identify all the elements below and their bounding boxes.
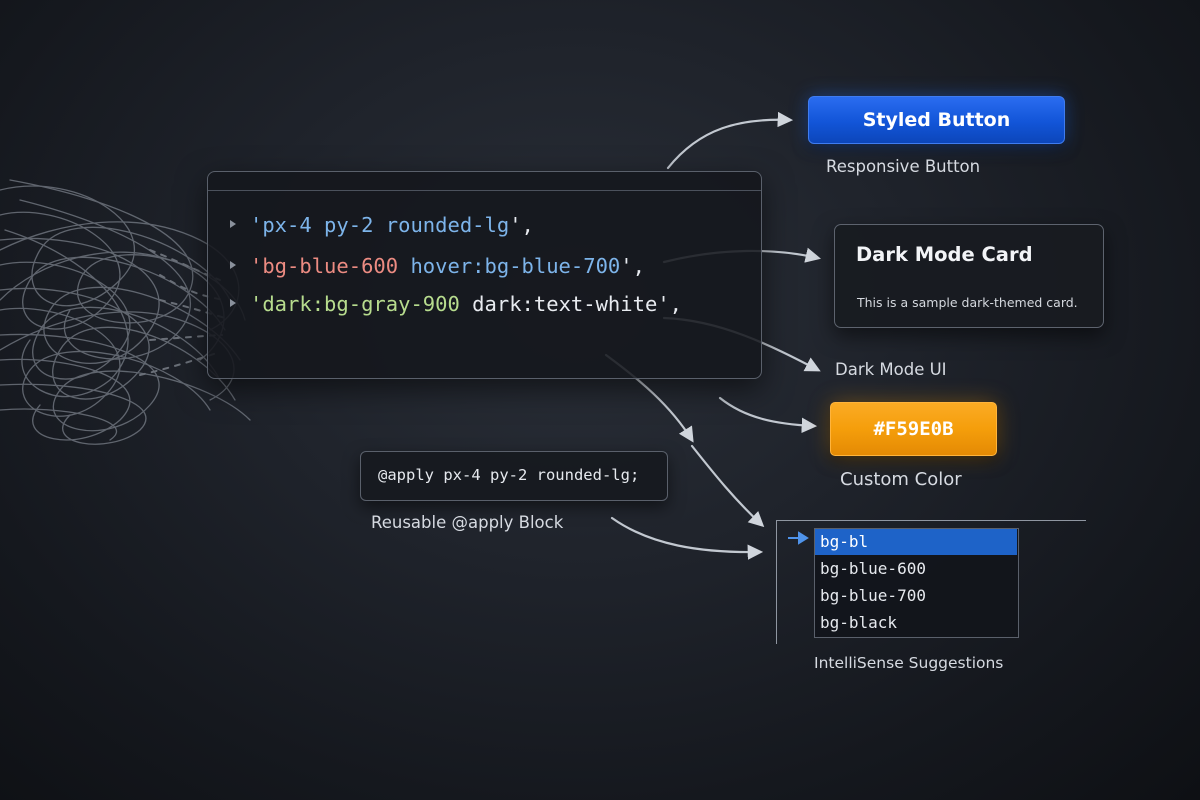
responsive-button-caption: Responsive Button (826, 157, 981, 176)
dark-mode-card[interactable]: Dark Mode Card This is a sample dark-the… (834, 224, 1104, 328)
code-editor-panel: 'px-4 py-2 rounded-lg', 'bg-blue-600 hov… (207, 171, 762, 379)
suggestion-item[interactable]: bg-blue-700 (820, 586, 926, 605)
caret-icon (230, 261, 236, 269)
suggestion-item-selected[interactable]: bg-bl (815, 529, 1017, 555)
dark-mode-ui-caption: Dark Mode UI (835, 360, 947, 379)
intellisense-dropdown[interactable]: bg-bl bg-blue-600 bg-blue-700 bg-black (814, 528, 1019, 638)
quote-open: ' (250, 254, 263, 278)
arrow-to-custom-color (718, 396, 818, 434)
code-line-1[interactable]: 'px-4 py-2 rounded-lg', (230, 210, 534, 240)
class-token: hover:bg-blue-700 (410, 254, 621, 278)
card-title: Dark Mode Card (856, 243, 1033, 266)
caret-icon (230, 220, 236, 228)
apply-code-block[interactable]: @apply px-4 py-2 rounded-lg; (360, 451, 668, 501)
arrow-from-apply-block (610, 516, 764, 560)
intellisense-caption: IntelliSense Suggestions (814, 654, 1004, 672)
class-token: bg-blue-600 (262, 254, 399, 278)
selection-pointer-arrow (788, 531, 809, 545)
suggestion-item[interactable]: bg-blue-600 (820, 559, 926, 578)
arrow-to-suggestions (690, 444, 765, 528)
arrow-to-styled-button (666, 111, 794, 170)
quote-close: ', (657, 292, 682, 316)
code-line-2[interactable]: 'bg-blue-600 hover:bg-blue-700', (230, 251, 645, 281)
custom-color-swatch[interactable]: #F59E0B (830, 402, 997, 456)
caret-icon (230, 299, 236, 307)
quote-open: ' (250, 292, 263, 316)
class-token: dark:text-white (472, 292, 658, 316)
quote-close: ', (620, 254, 645, 278)
suggestions-frame (776, 520, 1086, 644)
custom-color-caption: Custom Color (840, 469, 962, 490)
apply-block-caption: Reusable @apply Block (371, 513, 564, 532)
code-line-3[interactable]: 'dark:bg-gray-900 dark:text-white', (230, 289, 682, 319)
class-token: px-4 py-2 rounded-lg (262, 213, 510, 237)
card-body-text: This is a sample dark-themed card. (857, 295, 1078, 310)
quote-open: ' (250, 213, 263, 237)
class-token: dark:bg-gray-900 (262, 292, 460, 316)
editor-title-bar (208, 172, 761, 191)
suggestion-item[interactable]: bg-black (820, 613, 898, 632)
styled-button[interactable]: Styled Button (808, 96, 1065, 144)
quote-close: ', (509, 213, 534, 237)
